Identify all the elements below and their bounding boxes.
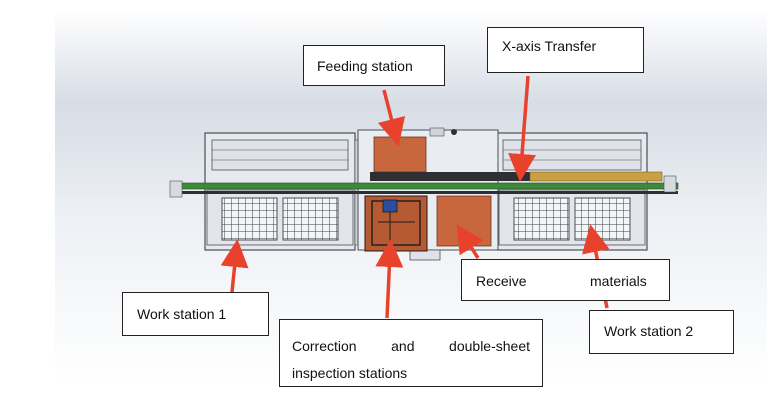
feeding-station-plate xyxy=(373,136,427,173)
label-correction-inspection: Correction and double-sheet inspection s… xyxy=(279,319,543,387)
tray-grid-2b xyxy=(574,197,631,241)
label-x-axis-transfer: X-axis Transfer xyxy=(487,27,644,73)
x-axis-transfer-text: X-axis Transfer xyxy=(502,38,597,54)
label-receive-materials: Receive materials xyxy=(461,259,670,301)
tray-grid-1b xyxy=(282,197,339,241)
work-station-2-text: Work station 2 xyxy=(604,323,694,339)
transfer-rails xyxy=(169,171,679,198)
tray-grid-2a xyxy=(513,197,570,241)
tray-grid-1a xyxy=(221,197,278,241)
receive-text: Receive xyxy=(476,273,527,289)
work-station-1-text: Work station 1 xyxy=(137,306,227,322)
label-work-station-1: Work station 1 xyxy=(122,292,269,336)
x-axis-gold-rail xyxy=(529,171,663,182)
correction-line-2: inspection stations xyxy=(292,365,408,381)
arrow-ws1 xyxy=(220,239,249,293)
materials-text: materials xyxy=(590,273,647,289)
arrow-receive xyxy=(456,224,484,259)
arrow-feeding xyxy=(377,89,406,147)
feeding-station-text: Feeding station xyxy=(317,58,413,74)
label-work-station-2: Work station 2 xyxy=(589,310,734,354)
arrow-x-axis xyxy=(508,75,537,182)
correction-line-1: Correction and double-sheet xyxy=(292,338,530,354)
correction-station xyxy=(364,195,428,252)
label-feeding-station: Feeding station xyxy=(303,45,445,86)
arrow-correction xyxy=(375,239,404,319)
